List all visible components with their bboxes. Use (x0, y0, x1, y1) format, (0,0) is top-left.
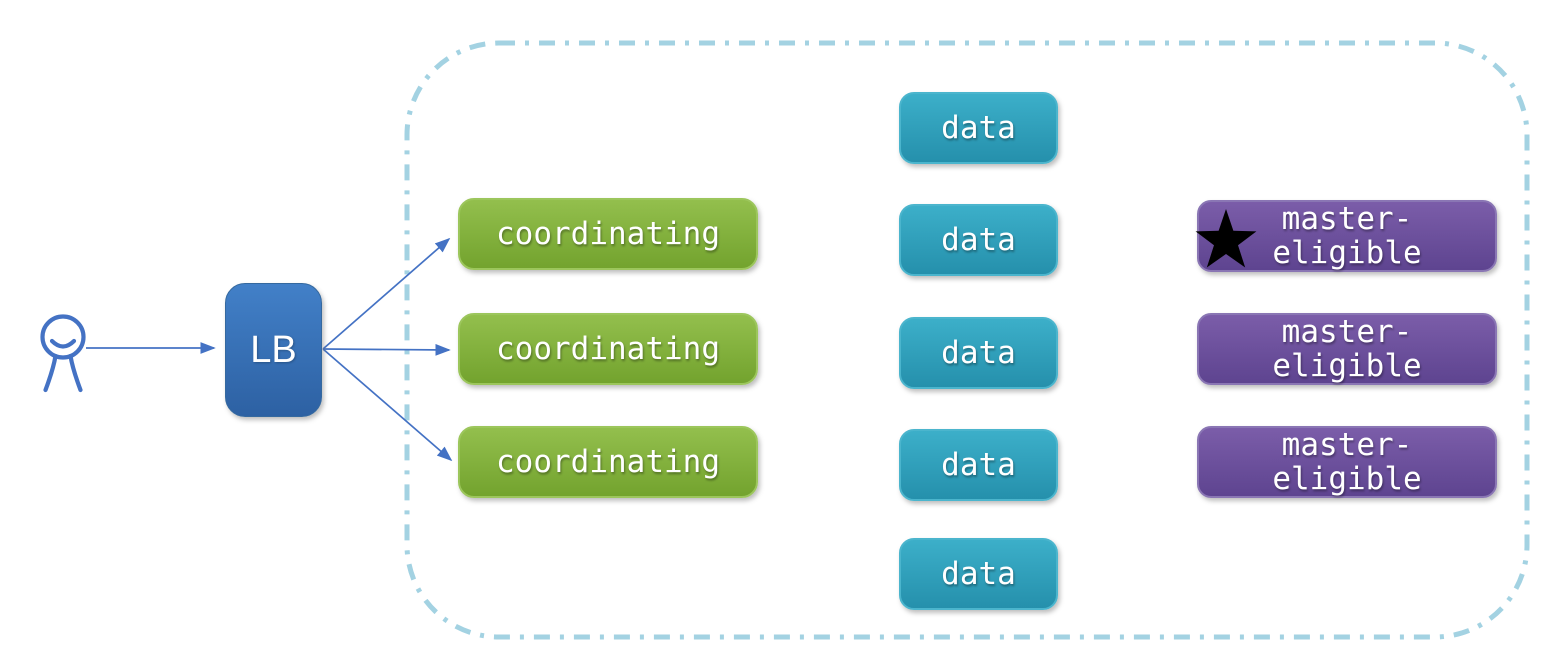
master-eligible-node: master-eligible (1197, 426, 1497, 498)
node-label: data (941, 335, 1016, 371)
coordinating-node: coordinating (458, 313, 758, 385)
data-node: data (899, 538, 1058, 610)
node-label: data (941, 110, 1016, 146)
data-node: data (899, 204, 1058, 276)
load-balancer-label: LB (250, 328, 297, 371)
coordinating-node: coordinating (458, 198, 758, 270)
data-node: data (899, 317, 1058, 389)
elected-master-star-icon (1195, 208, 1257, 268)
arrow-lb-to-coordinating-2 (322, 343, 451, 356)
person-icon (40, 314, 86, 393)
coordinating-node: coordinating (458, 426, 758, 498)
load-balancer-node: LB (225, 283, 322, 417)
arrow-lb-to-coordinating-1 (322, 237, 451, 350)
node-label: data (941, 556, 1016, 592)
node-label: coordinating (496, 331, 720, 367)
node-label: data (941, 222, 1016, 258)
node-label: data (941, 447, 1016, 483)
node-label: master-eligible (1272, 427, 1422, 497)
master-eligible-node: master-eligible (1197, 313, 1497, 385)
master-eligible-node: master-eligible (1195, 200, 1497, 272)
data-node: data (899, 429, 1058, 501)
arrow-lb-to-coordinating-3 (322, 348, 453, 462)
node-label: coordinating (496, 216, 720, 252)
node-label: coordinating (496, 444, 720, 480)
node-label: master-eligible (1272, 314, 1422, 384)
data-node: data (899, 92, 1058, 164)
node-label: master-eligible (1272, 201, 1422, 271)
